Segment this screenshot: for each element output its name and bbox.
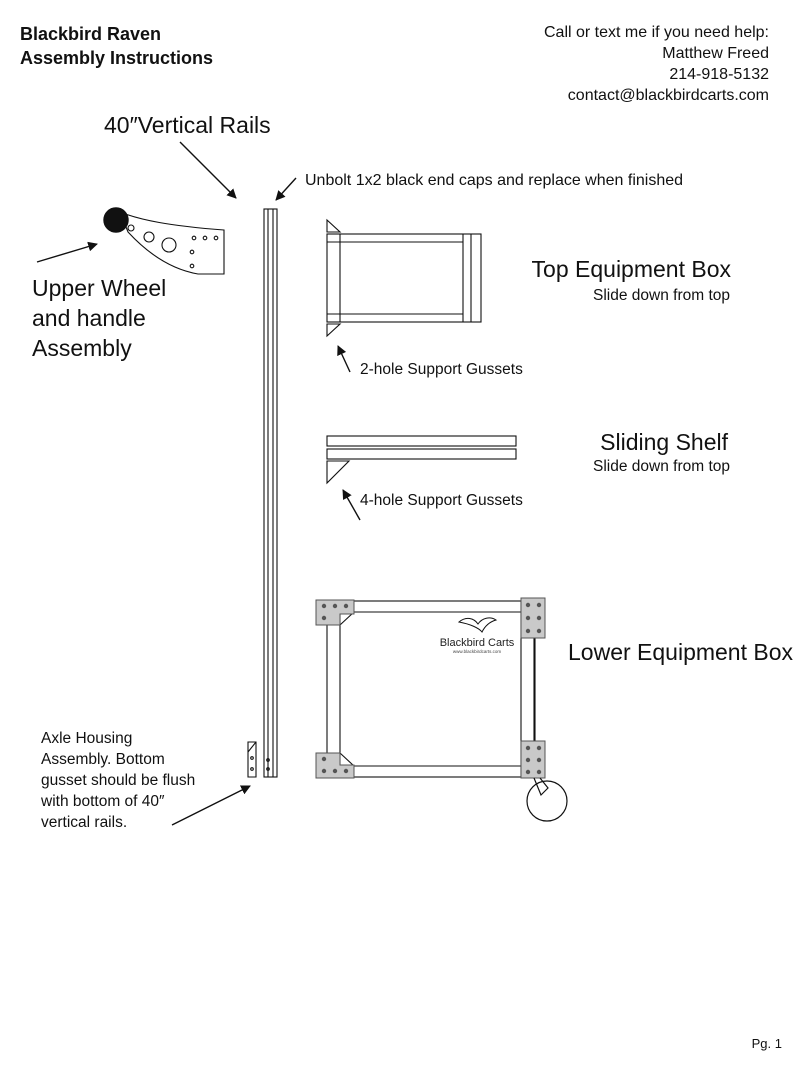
arrow-vertical-rails — [179, 141, 237, 199]
axle-line-2: Assembly. Bottom — [41, 751, 165, 768]
title-line-2: Assembly Instructions — [20, 48, 214, 68]
sliding-shelf-subtitle: Slide down from top — [593, 458, 730, 475]
contact-phone: 214-918-5132 — [669, 66, 769, 83]
page-number: Pg. 1 — [751, 1036, 782, 1051]
sliding-shelf-title: Sliding Shelf — [600, 429, 728, 455]
contact-name: Matthew Freed — [662, 45, 769, 62]
top-equipment-box — [326, 218, 482, 338]
gusset-bolts — [321, 602, 542, 775]
lower-box-title: Lower Equipment Box — [568, 639, 794, 665]
sliding-shelf — [326, 435, 517, 485]
four-hole-gussets-label: 4-hole Support Gussets — [360, 492, 523, 509]
vertical-rails-label: 40″Vertical Rails — [104, 112, 271, 138]
top-box-title: Top Equipment Box — [531, 256, 731, 282]
lower-equipment-box — [326, 600, 536, 778]
upper-wheel-label: Upper Wheel and handle Assembly — [32, 273, 166, 363]
arrow-four-hole-gussets — [342, 489, 361, 521]
arrow-two-hole-gussets — [337, 345, 351, 373]
two-hole-gussets-label: 2-hole Support Gussets — [360, 361, 523, 378]
arrow-axle-housing — [171, 785, 251, 826]
lower-box-gussets — [315, 597, 546, 779]
axle-housing-label: Axle Housing Assembly. Bottom gusset sho… — [41, 728, 195, 833]
blackbird-logo-icon — [457, 617, 498, 633]
contact-email: contact@blackbirdcarts.com — [567, 87, 769, 104]
title-line-1: Blackbird Raven — [20, 24, 162, 44]
logo-brand-text: Blackbird Carts — [440, 637, 515, 649]
upper-wheel-line-2: and handle — [32, 305, 146, 331]
upper-wheel — [103, 207, 129, 233]
top-box-subtitle: Slide down from top — [593, 287, 730, 304]
arrow-end-caps — [275, 177, 297, 201]
upper-wheel-line-1: Upper Wheel — [32, 275, 167, 301]
caster-wheel — [526, 777, 568, 822]
logo-url-text: www.blackbirdcarts.com — [453, 649, 502, 654]
axle-line-3: gusset should be flush — [41, 772, 196, 789]
end-caps-label: Unbolt 1x2 black end caps and replace wh… — [305, 172, 684, 189]
axle-line-1: Axle Housing — [41, 730, 133, 747]
arrow-upper-wheel — [36, 241, 98, 263]
contact-line-1: Call or text me if you need help: — [543, 24, 769, 41]
vertical-rail — [263, 208, 278, 778]
axle-housing-gusset — [247, 741, 257, 778]
upper-wheel-line-3: Assembly — [32, 335, 132, 361]
contact-block: Call or text me if you need help: Matthe… — [544, 22, 769, 106]
upper-wheel-handle-plate — [119, 211, 225, 275]
axle-line-5: vertical rails. — [41, 814, 128, 831]
axle-line-4: with bottom of 40″ — [41, 793, 165, 810]
document-title: Blackbird Raven Assembly Instructions — [20, 22, 213, 70]
